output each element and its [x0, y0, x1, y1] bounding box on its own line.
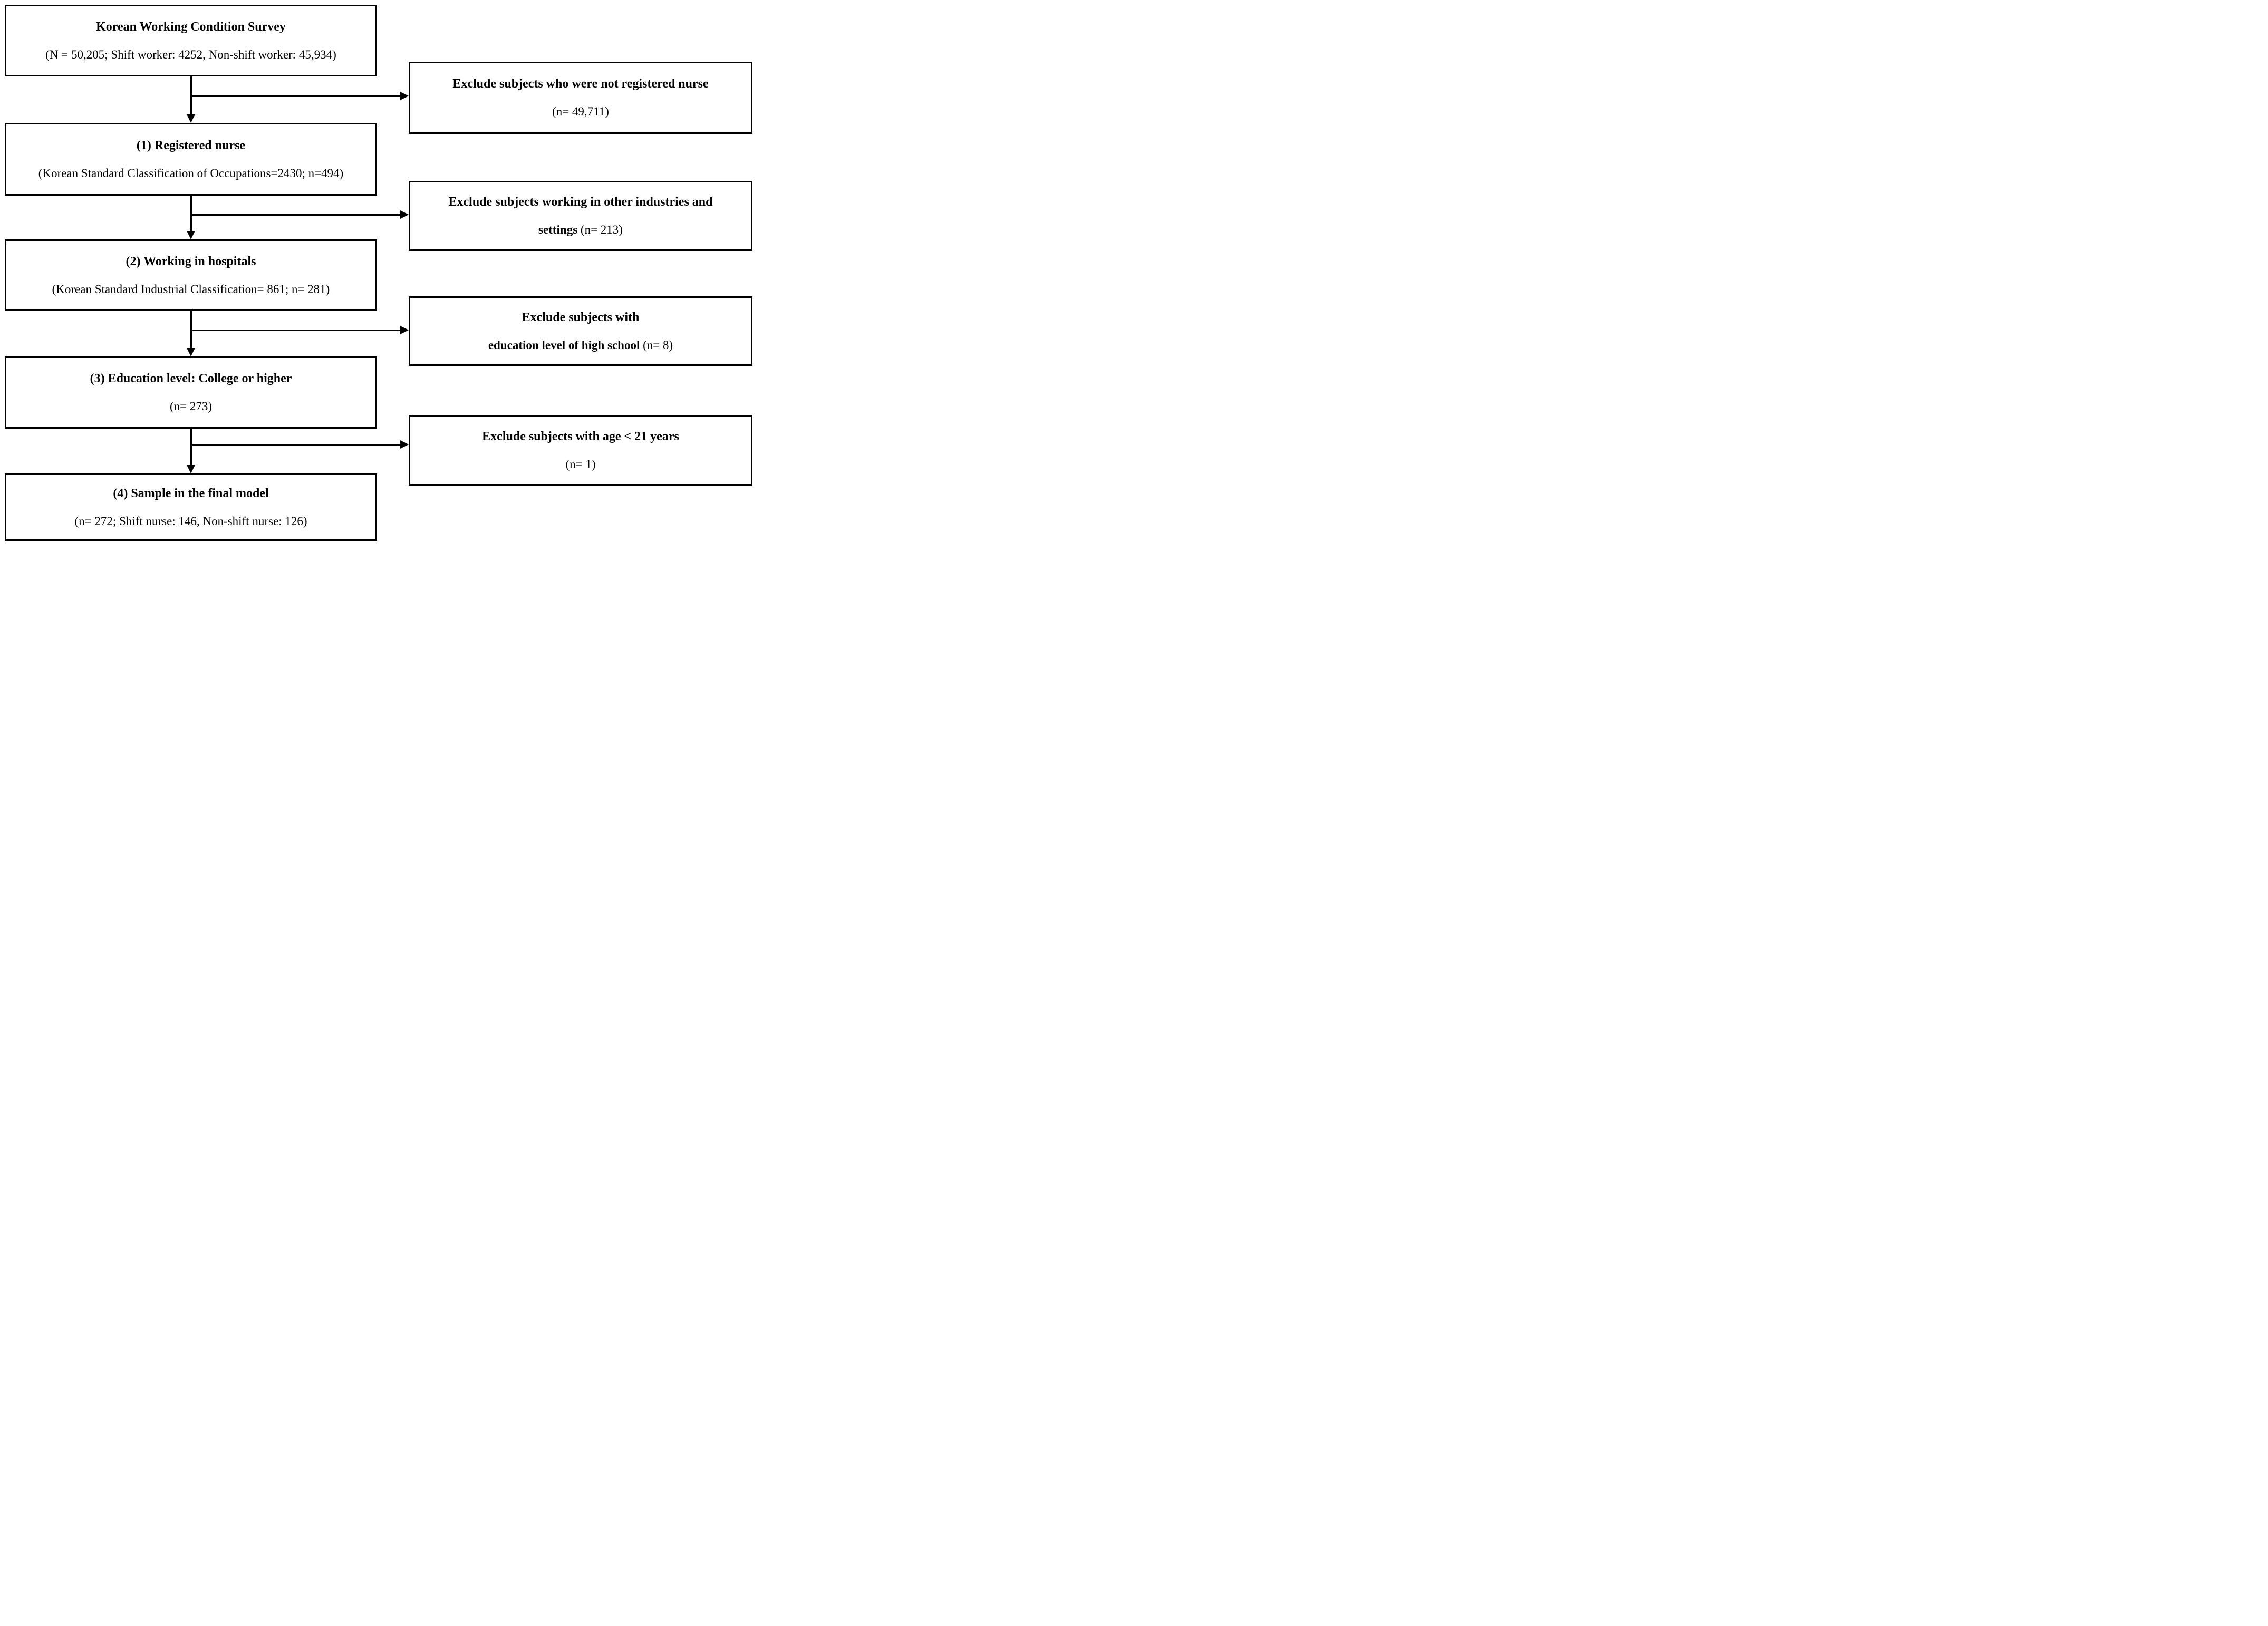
exclusion-line2-regular: (n= 49,711) [552, 105, 609, 119]
exclusion-line2-regular: (n= 213) [580, 223, 623, 237]
exclusion-box-not-registered-nurse: Exclude subjects who were not registered… [409, 62, 752, 134]
exclusion-line2-regular: (n= 1) [565, 457, 596, 471]
exclusion-line2: (n= 1) [565, 458, 595, 471]
flow-box-title: Korean Working Condition Survey [96, 20, 286, 34]
exclusion-box-age-under-21: Exclude subjects with age < 21 years (n=… [409, 415, 752, 486]
flow-box-title: (3) Education level: College or higher [90, 372, 292, 386]
flow-box-final-sample: (4) Sample in the final model (n= 272; S… [5, 473, 377, 541]
exclusion-line2: (n= 49,711) [552, 105, 609, 119]
exclusion-line2-bold: education level of high school [488, 338, 643, 352]
horizontal-branch-line-2 [191, 214, 400, 216]
exclusion-line2: education level of high school (n= 8) [488, 338, 673, 352]
flow-box-subtitle: (Korean Standard Industrial Classificati… [52, 282, 330, 296]
down-arrowhead-icon [187, 114, 195, 123]
vertical-connector-line-2 [190, 196, 192, 231]
exclusion-line2-regular: (n= 8) [643, 338, 673, 352]
down-arrowhead-icon [187, 348, 195, 356]
flow-box-survey: Korean Working Condition Survey (N = 50,… [5, 5, 377, 76]
right-arrowhead-icon [400, 440, 409, 449]
flow-box-working-in-hospitals: (2) Working in hospitals (Korean Standar… [5, 239, 377, 311]
vertical-connector-line-4 [190, 429, 192, 465]
exclusion-box-other-industries: Exclude subjects working in other indust… [409, 181, 752, 251]
flow-box-title: (2) Working in hospitals [126, 254, 256, 268]
exclusion-line1: Exclude subjects with [522, 310, 640, 324]
horizontal-branch-line-3 [191, 330, 400, 331]
flow-box-education-level: (3) Education level: College or higher (… [5, 356, 377, 429]
flow-box-title: (1) Registered nurse [136, 138, 246, 152]
down-arrowhead-icon [187, 465, 195, 473]
sample-selection-flowchart: Korean Working Condition Survey (N = 50,… [0, 0, 756, 542]
exclusion-line2-bold: settings [538, 223, 581, 237]
exclusion-line1: Exclude subjects working in other indust… [448, 195, 713, 209]
exclusion-line1: Exclude subjects with age < 21 years [482, 429, 679, 443]
horizontal-branch-line-1 [191, 95, 400, 97]
right-arrowhead-icon [400, 326, 409, 334]
flow-box-subtitle: (n= 273) [169, 400, 213, 413]
horizontal-branch-line-4 [191, 444, 400, 446]
flow-box-registered-nurse: (1) Registered nurse (Korean Standard Cl… [5, 123, 377, 196]
right-arrowhead-icon [400, 92, 409, 100]
flow-box-subtitle: (n= 272; Shift nurse: 146, Non-shift nur… [74, 514, 307, 528]
right-arrowhead-icon [400, 210, 409, 219]
down-arrowhead-icon [187, 231, 195, 239]
flow-box-title: (4) Sample in the final model [113, 486, 269, 500]
flow-box-subtitle: (Korean Standard Classification of Occup… [38, 166, 344, 180]
exclusion-box-high-school: Exclude subjects with education level of… [409, 296, 752, 366]
exclusion-line2: settings (n= 213) [538, 223, 623, 237]
flow-box-subtitle: (N = 50,205; Shift worker: 4252, Non-shi… [45, 47, 336, 61]
exclusion-line1: Exclude subjects who were not registered… [452, 77, 709, 91]
